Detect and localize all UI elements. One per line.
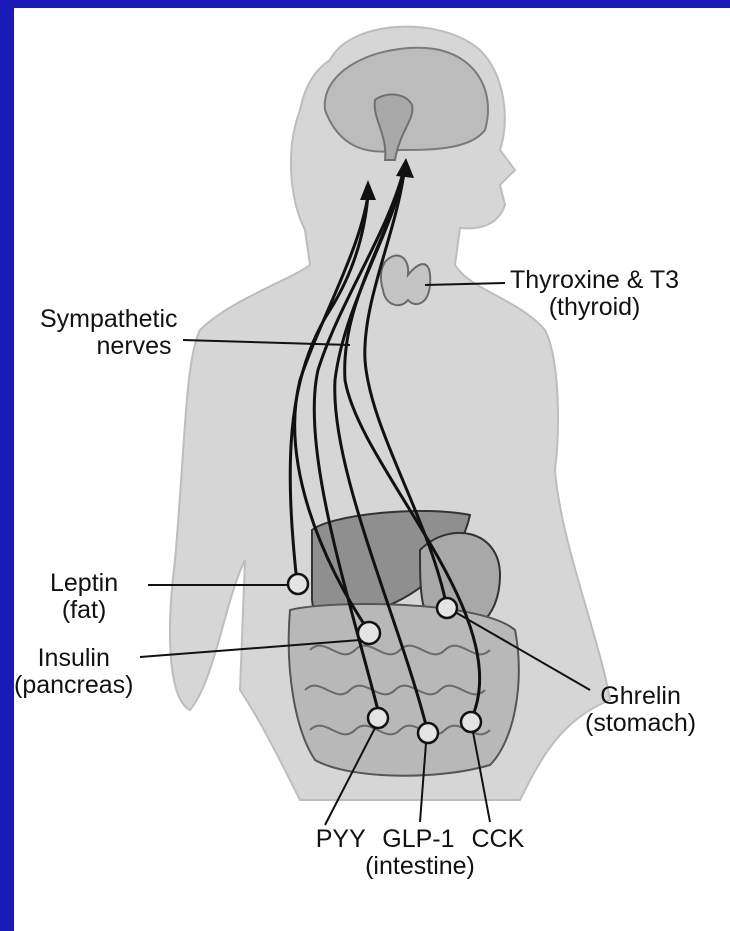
leptin-source-marker (288, 574, 308, 594)
glp1-title: GLP-1 (382, 825, 454, 853)
ghrelin-title: Ghrelin (585, 683, 696, 710)
leptin-source: (fat) (50, 597, 118, 624)
glp1-source-marker (418, 723, 438, 743)
pyy-title: PYY (316, 825, 366, 853)
ghrelin-label: Ghrelin (stomach) (585, 683, 696, 737)
sympathetic-line1: Sympathetic (40, 306, 178, 333)
intestine-source: (intestine) (300, 853, 540, 880)
insulin-source: (pancreas) (14, 672, 134, 699)
thyroxine-source: (thyroid) (510, 294, 679, 321)
insulin-source-marker (358, 622, 380, 644)
intestine-label: PYY GLP-1 CCK (intestine) (300, 826, 540, 880)
ghrelin-source-marker (437, 598, 457, 618)
cck-title: CCK (471, 825, 524, 853)
sympathetic-label: Sympathetic nerves (40, 306, 178, 360)
sympathetic-line2: nerves (40, 333, 178, 360)
insulin-title: Insulin (14, 645, 134, 672)
intestine-hormones-row: PYY GLP-1 CCK (300, 826, 540, 853)
leptin-label: Leptin (fat) (50, 570, 118, 624)
pyy-source-marker (368, 708, 388, 728)
leptin-title: Leptin (50, 570, 118, 597)
cck-source-marker (461, 712, 481, 732)
thyroxine-title: Thyroxine & T3 (510, 267, 679, 294)
thyroxine-label: Thyroxine & T3 (thyroid) (510, 267, 679, 321)
ghrelin-source: (stomach) (585, 710, 696, 737)
insulin-label: Insulin (pancreas) (14, 645, 134, 699)
